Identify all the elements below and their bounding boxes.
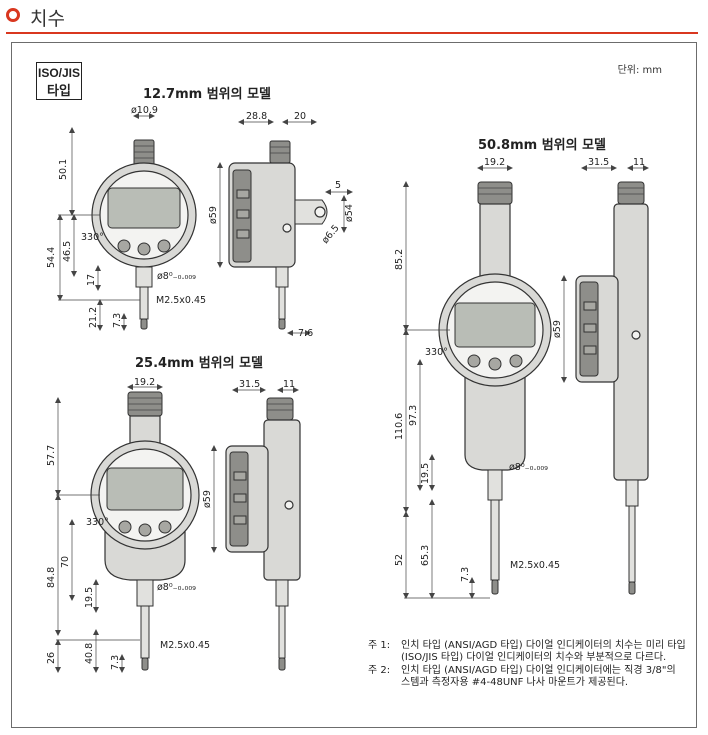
dim-dia-6: ø6.5 — [320, 223, 342, 246]
angle-label-50: 330° — [425, 347, 448, 358]
circle-bullet-icon — [6, 8, 20, 22]
dims-12-7-front: ø10.9 50.1 54.4 46.5 17 21.2 7.3 330° ø8… — [46, 105, 206, 331]
angle-label-25: 330° — [86, 517, 109, 528]
dim-dia-59: ø59 — [208, 206, 219, 224]
note-2-tag: 주 2: — [368, 665, 391, 676]
dim-31-5: 31.5 — [239, 379, 260, 390]
type-badge-line2: 타입 — [47, 83, 71, 98]
stem-dia-label: ø8⁰₋₀.₀₀₉ — [157, 271, 196, 282]
dims-25-4-front: 19.2 57.7 330° 70 84.8 19.5 40.8 26 7.3 … — [46, 377, 210, 673]
dim-21-2: 21.2 — [88, 307, 99, 328]
dim-dia-59-50: ø59 — [552, 320, 563, 338]
dim-7-3-25: 7.3 — [110, 655, 121, 670]
dim-31-5-50: 31.5 — [588, 157, 609, 168]
dim-dia-54: ø54 — [344, 204, 355, 222]
dim-28-8: 28.8 — [246, 111, 267, 122]
header-rule — [6, 32, 698, 34]
unit-label: 단위: mm — [617, 65, 662, 76]
dim-50-1: 50.1 — [58, 159, 69, 180]
page-title: 치수 — [30, 8, 65, 30]
dims-25-4-side: 31.5 11 ø59 — [202, 379, 299, 553]
dim-70: 70 — [60, 556, 71, 568]
footnotes: 주 1: 인치 타입 (ANSI/AGD 타입) 다이얼 인디케이터의 치수는 … — [368, 640, 688, 690]
dim-5: 5 — [335, 180, 341, 191]
thread-label-25: M2.5x0.45 — [160, 640, 210, 651]
indicator-25-4-front-view — [90, 391, 200, 671]
dim-7-3-50: 7.3 — [460, 567, 471, 582]
dim-85-2: 85.2 — [394, 249, 405, 270]
dim-19-5: 19.5 — [84, 587, 95, 608]
indicator-50-8-front-view — [438, 181, 552, 595]
dim-11: 11 — [283, 379, 295, 390]
dim-20: 20 — [294, 111, 306, 122]
dim-19-2-50: 19.2 — [484, 157, 505, 168]
dims-50-8-side: 31.5 11 ø59 — [552, 157, 649, 383]
indicator-12-7-front-view — [91, 139, 197, 330]
dim-40-8: 40.8 — [84, 643, 95, 664]
dim-84-8: 84.8 — [46, 567, 57, 588]
note-2-text: 인치 타입 (ANSI/AGD 타입) 다이얼 인디케이터에는 직경 3/8"의… — [401, 665, 676, 688]
dim-17: 17 — [86, 274, 97, 286]
dim-dia-59-25: ø59 — [202, 490, 213, 508]
dims-50-8-front: 19.2 85.2 330° 110.6 97.3 19.5 ø8⁰₋₀.₀₀₉… — [394, 157, 560, 599]
section-title-50-8mm: 50.8mm 범위의 모델 — [478, 138, 607, 153]
dim-110-6: 110.6 — [394, 413, 405, 440]
dim-46-5: 46.5 — [62, 241, 73, 262]
dim-19-5-50: 19.5 — [420, 463, 431, 484]
dimension-drawing-frame — [11, 42, 697, 728]
note-1-text: 인치 타입 (ANSI/AGD 타입) 다이얼 인디케이터의 치수는 미리 타입… — [401, 640, 686, 663]
section-title-12-7mm: 12.7mm 범위의 모델 — [143, 87, 272, 102]
dim-11-50: 11 — [633, 157, 645, 168]
section-title-25-4mm: 25.4mm 범위의 모델 — [135, 356, 264, 371]
indicator-25-4-side-view — [225, 397, 301, 671]
stem-dia-label-25: ø8⁰₋₀.₀₀₉ — [157, 582, 196, 593]
dim-19-2: 19.2 — [134, 377, 155, 388]
dim-57-7: 57.7 — [46, 445, 57, 466]
dim-top-dia: ø10.9 — [131, 105, 158, 116]
dim-7-3: 7.3 — [112, 313, 123, 328]
note-1-tag: 주 1: — [368, 640, 391, 651]
section-header: 치수 — [0, 0, 708, 34]
type-badge-line1: ISO/JIS — [37, 66, 81, 80]
indicator-50-8-side-view — [575, 181, 649, 595]
dim-97-3: 97.3 — [408, 405, 419, 426]
thread-label-50: M2.5x0.45 — [510, 560, 560, 571]
note-2: 주 2: 인치 타입 (ANSI/AGD 타입) 다이얼 인디케이터에는 직경 … — [368, 665, 688, 689]
dim-7-6: 7.6 — [298, 328, 313, 339]
note-1: 주 1: 인치 타입 (ANSI/AGD 타입) 다이얼 인디케이터의 치수는 … — [368, 640, 688, 664]
type-badge: ISO/JIS 타입 — [36, 62, 82, 100]
angle-label: 330° — [81, 232, 104, 243]
indicator-12-7-side-view — [228, 140, 328, 330]
stem-dia-label-50: ø8⁰₋₀.₀₀₉ — [509, 462, 548, 473]
dim-54-4: 54.4 — [46, 247, 57, 268]
dim-65-3: 65.3 — [420, 545, 431, 566]
dim-52: 52 — [394, 554, 405, 566]
dim-26: 26 — [46, 652, 57, 664]
thread-label: M2.5x0.45 — [156, 295, 206, 306]
